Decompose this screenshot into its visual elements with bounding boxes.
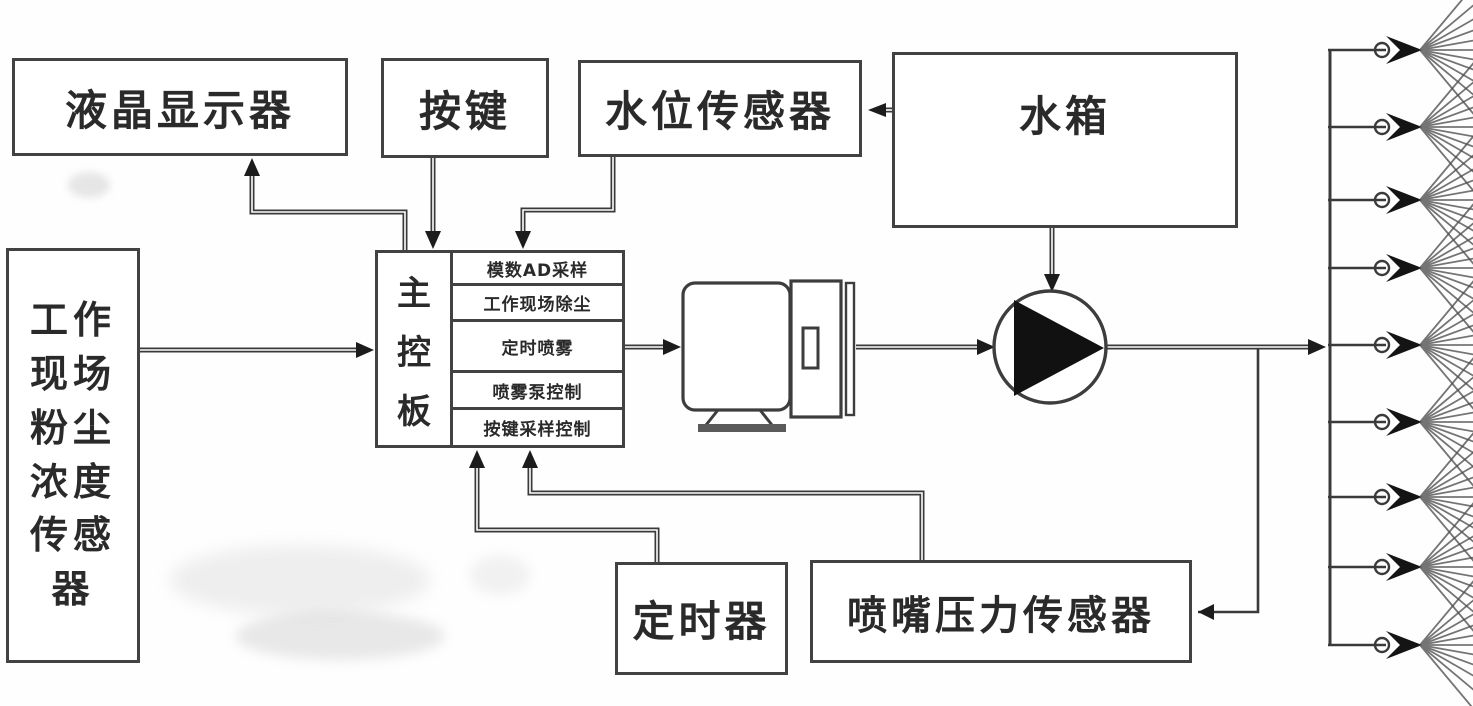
- spray-nozzle-icon: [1326, 0, 1473, 175]
- main-board-function-list: 模数AD采样 工作现场除尘 定时喷雾 喷雾泵控制 按键采样控制: [453, 253, 622, 445]
- water-tank-label: 水箱: [1018, 92, 1111, 141]
- dust-sensor-label-line: 器: [51, 567, 95, 612]
- dust-sensor-label-line: 粉尘: [29, 405, 116, 450]
- main-board-function-row: 按键采样控制: [483, 420, 592, 440]
- nozzle-pressure-sensor-label: 喷嘴压力传感器: [847, 592, 1155, 639]
- water-pump-icon: [992, 289, 1108, 405]
- main-board-function-row: 定时喷雾: [453, 322, 622, 373]
- keypad-label: 按键: [418, 86, 511, 136]
- lcd-display-label: 液晶显示器: [64, 85, 295, 135]
- computer-host-icon: [681, 279, 856, 432]
- spray-nozzle-group: [1326, 0, 1473, 706]
- main-board-label-char: 控: [397, 332, 431, 373]
- dust-sensor-label-line: 浓度: [29, 459, 116, 504]
- spray-nozzle-icon: [1326, 220, 1473, 470]
- dust-sensor-label-line: 工作: [29, 297, 116, 342]
- main-board-box: 主 控 板 模数AD采样 工作现场除尘 定时喷雾 喷雾泵控制 按键采样控制: [375, 250, 625, 448]
- timer-box: 定时器: [615, 562, 788, 675]
- spray-nozzle-icon: [1326, 2, 1473, 252]
- timer-label: 定时器: [632, 597, 771, 646]
- water-tank-box: 水箱: [892, 52, 1238, 228]
- keypad-box: 按键: [381, 58, 549, 158]
- connector-wires: [140, 107, 1310, 614]
- main-board-label: 主 控 板: [378, 253, 453, 445]
- main-board-function-row: 工作现场除尘: [453, 286, 622, 322]
- pressure-tap-line: [1198, 349, 1260, 614]
- lcd-display-box: 液晶显示器: [12, 58, 348, 156]
- main-board-function-row: 喷雾泵控制: [453, 373, 622, 410]
- main-board-function-row: 模数AD采样: [453, 253, 622, 286]
- water-level-sensor-label: 水位传感器: [604, 87, 835, 136]
- dust-sensor-label-line: 现场: [29, 351, 116, 396]
- main-board-label-char: 主: [397, 273, 431, 314]
- nozzle-pressure-sensor-box: 喷嘴压力传感器: [810, 560, 1192, 663]
- dust-sensor-box: 工作 现场 粉尘 浓度 传感 器: [6, 248, 140, 663]
- water-level-sensor-box: 水位传感器: [578, 60, 862, 157]
- dust-sensor-label-line: 传感: [29, 513, 116, 558]
- arrowheads: [244, 103, 1326, 620]
- main-board-label-char: 板: [397, 391, 431, 432]
